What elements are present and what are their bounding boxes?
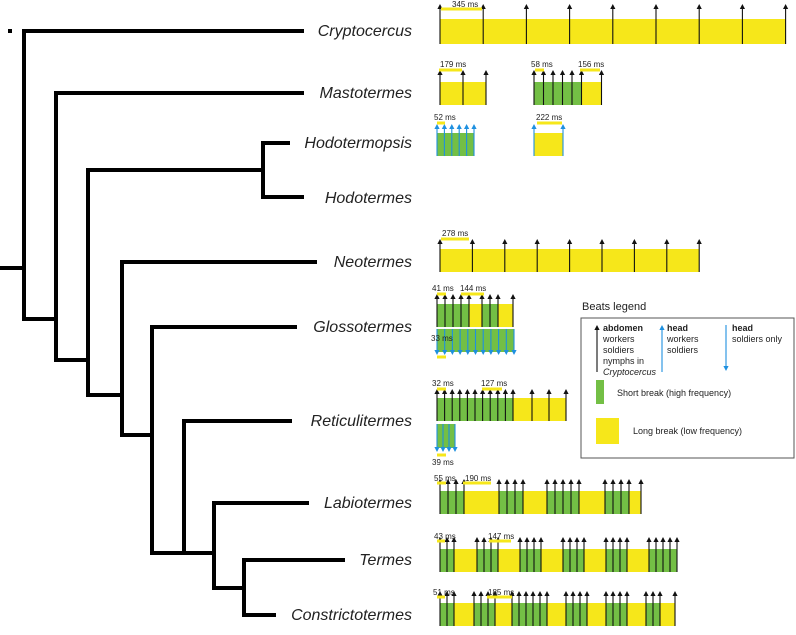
- legend-abdomen-arrow: [594, 325, 600, 372]
- legend-abdomen-italic: Cryptocercus: [603, 367, 657, 377]
- legend-frame: [580, 317, 795, 459]
- legend-head-soldiers-arrow: [723, 325, 729, 371]
- legend-long-swatch: [596, 418, 619, 444]
- beats-termes: [437, 537, 680, 572]
- timing-label: 345 ms: [452, 0, 478, 9]
- timing-label: 55 ms: [434, 474, 456, 483]
- timing-label: 51 ms: [433, 588, 455, 597]
- taxon-label-labiotermes: Labiotermes: [324, 495, 412, 512]
- timing-annotation: 39 ms: [432, 453, 454, 467]
- timing-annotation: 32 ms: [432, 379, 454, 391]
- timing-label: 43 ms: [434, 532, 456, 541]
- taxon-label-termes: Termes: [359, 552, 412, 569]
- beats-hodotermopsis-a: [434, 124, 477, 156]
- taxon-label-hodotermes: Hodotermes: [325, 190, 412, 207]
- timing-label: 32 ms: [432, 379, 454, 388]
- phylogenetic-tree: [0, 29, 345, 617]
- legend-abdomen-label: abdomen: [603, 323, 643, 333]
- timing-annotation: 52 ms: [434, 113, 456, 125]
- timing-label: 33 ms: [431, 334, 453, 343]
- timing-annotation: 41 ms: [432, 284, 454, 296]
- timing-annotation: 156 ms: [578, 60, 604, 72]
- legend-head-line: soldiers: [667, 345, 699, 355]
- beats-mastotermes-b: [531, 70, 605, 105]
- timing-label: 127 ms: [481, 379, 507, 388]
- timing-annotation: 345 ms: [441, 0, 482, 11]
- timing-annotation: 185 ms: [487, 588, 514, 599]
- legend-head-line: workers: [666, 334, 699, 344]
- timing-annotation: 144 ms: [460, 284, 486, 296]
- legend-abdomen-line: nymphs in: [603, 356, 644, 366]
- timing-label: 39 ms: [432, 458, 454, 467]
- legend-head-label: head: [667, 323, 688, 333]
- taxon-label-neotermes: Neotermes: [334, 254, 412, 271]
- timing-annotation: 43 ms: [434, 532, 456, 543]
- legend-long-label: Long break (low frequency): [633, 426, 742, 436]
- timing-annotation: 33 ms: [431, 334, 453, 359]
- timing-label: 190 ms: [465, 474, 491, 483]
- legend-abdomen-line: soldiers: [603, 345, 635, 355]
- taxon-label-mastotermes: Mastotermes: [320, 85, 412, 102]
- timing-label: 58 ms: [531, 60, 553, 69]
- timing-annotation: 179 ms: [439, 60, 466, 72]
- legend-head-soldiers-line: soldiers only: [732, 334, 783, 344]
- legend-short-label: Short break (high frequency): [617, 388, 731, 398]
- beats-glossotermes-head: [434, 329, 517, 355]
- timing-annotation: 51 ms: [433, 588, 455, 599]
- legend-head-arrow: [659, 325, 665, 372]
- timing-annotation: 278 ms: [441, 229, 469, 241]
- beats-legend: Beats legendabdomenworkerssoldiersnymphs…: [580, 301, 795, 459]
- timing-label: 52 ms: [434, 113, 456, 122]
- beats-hodotermopsis-b: [531, 124, 566, 156]
- beats-constrictotermes: [437, 591, 678, 626]
- taxon-label-reticulitermes: Reticulitermes: [311, 413, 412, 430]
- timing-label: 144 ms: [460, 284, 486, 293]
- timing-label: 41 ms: [432, 284, 454, 293]
- beats-reticulitermes-abdomen: [434, 389, 569, 421]
- timing-label: 179 ms: [440, 60, 466, 69]
- beats-reticulitermes-head: [434, 424, 458, 452]
- legend-abdomen-line: workers: [602, 334, 635, 344]
- taxon-label-cryptocercus: Cryptocercus: [318, 23, 412, 40]
- timing-annotation: 55 ms: [434, 474, 456, 485]
- timing-label: 278 ms: [442, 229, 468, 238]
- beats-mastotermes-a: [437, 70, 489, 105]
- legend-head-soldiers-label: head: [732, 323, 753, 333]
- beats-cryptocercus: [437, 4, 789, 44]
- timing-annotation: 222 ms: [536, 113, 562, 125]
- timing-annotation: 58 ms: [531, 60, 553, 72]
- timing-annotation: 127 ms: [481, 379, 507, 391]
- legend-short-swatch: [596, 380, 604, 404]
- timing-annotation: 147 ms: [488, 532, 514, 543]
- taxon-label-hodotermopsis: Hodotermopsis: [304, 135, 412, 152]
- beats-glossotermes-abdomen: [434, 294, 516, 327]
- timing-label: 156 ms: [578, 60, 604, 69]
- timing-label: 222 ms: [536, 113, 562, 122]
- beats-labiotermes: [437, 479, 644, 514]
- legend-title: Beats legend: [582, 301, 646, 313]
- taxon-label-constrictotermes: Constrictotermes: [291, 607, 412, 624]
- timing-label: 185 ms: [488, 588, 514, 597]
- taxon-label-glossotermes: Glossotermes: [313, 319, 412, 336]
- timing-label: 147 ms: [488, 532, 514, 541]
- beats-neotermes: [437, 239, 702, 272]
- timing-annotation: 190 ms: [463, 474, 491, 485]
